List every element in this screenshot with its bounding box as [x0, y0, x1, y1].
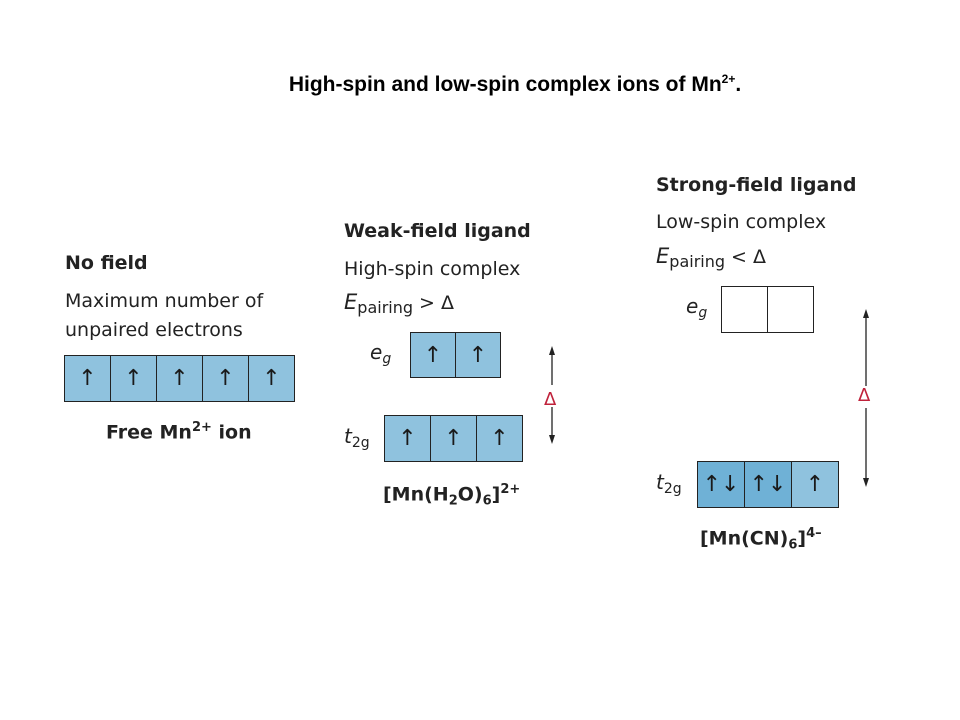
strong-field-subheading: Low-spin complex: [656, 211, 827, 233]
formula-charge: 4–: [806, 526, 822, 541]
t2g-letter: t: [344, 424, 352, 448]
energy-symbol: E: [344, 290, 358, 314]
orbital-box: ↑↓: [698, 462, 745, 507]
relation-text: > Δ: [413, 292, 455, 314]
title-text: High-spin and low-spin complex ions of M…: [288, 73, 722, 96]
strong-splitting-arrow: [863, 309, 869, 487]
weak-field-subheading: High-spin complex: [344, 258, 521, 280]
strong-t2g-orbitals: ↑↓ ↑↓ ↑: [697, 461, 839, 508]
formula-part: O): [457, 483, 483, 506]
orbital-box: ↑: [203, 356, 249, 401]
strong-eg-orbitals: [721, 286, 814, 333]
energy-subscript: pairing: [669, 252, 726, 271]
orbital-box: ↑: [792, 462, 838, 507]
formula-charge: 2+: [500, 482, 521, 497]
strong-field-heading: Strong-field ligand: [656, 174, 857, 196]
weak-complex-formula: [Mn(H2O)6]2+: [383, 482, 520, 508]
caption-charge: 2+: [191, 420, 212, 435]
formula-part: [Mn(H: [383, 483, 449, 506]
caption-text: Free Mn: [106, 421, 192, 444]
no-field-line2: unpaired electrons: [65, 319, 243, 341]
formula-sub: 2: [448, 493, 458, 509]
weak-t2g-orbitals: ↑ ↑ ↑: [384, 415, 523, 462]
formula-sub: 6: [788, 537, 798, 553]
orbital-box: ↑: [477, 416, 522, 461]
eg-letter: e: [370, 340, 383, 364]
orbital-box: ↑: [411, 333, 456, 377]
caption-end: ion: [211, 421, 252, 444]
orbital-box: ↑: [157, 356, 203, 401]
t2g-subscript: 2g: [663, 481, 682, 497]
slide-title: High-spin and low-spin complex ions of M…: [0, 72, 960, 97]
orbital-box: ↑: [111, 356, 157, 401]
weak-eg-orbitals: ↑ ↑: [410, 332, 501, 378]
orbital-box: ↑: [65, 356, 111, 401]
weak-field-heading: Weak-field ligand: [344, 220, 531, 242]
t2g-letter: t: [656, 470, 664, 494]
orbital-box: [722, 287, 768, 332]
weak-splitting-arrow: [549, 346, 555, 444]
formula-sub: 6: [482, 493, 492, 509]
eg-letter: e: [686, 294, 699, 318]
energy-subscript: pairing: [357, 298, 414, 317]
weak-delta-label: Δ: [544, 389, 557, 410]
strong-t2g-label: t2g: [656, 470, 682, 497]
title-end: .: [735, 73, 742, 96]
no-field-heading: No field: [65, 252, 148, 274]
relation-text: < Δ: [725, 246, 767, 268]
free-ion-d-orbitals: ↑ ↑ ↑ ↑ ↑: [64, 355, 295, 402]
title-superscript: 2+: [721, 72, 736, 86]
energy-symbol: E: [656, 244, 670, 268]
weak-t2g-label: t2g: [344, 424, 370, 451]
orbital-box: ↑: [249, 356, 294, 401]
strong-delta-label: Δ: [858, 385, 871, 406]
strong-pairing-relation: Epairing < Δ: [656, 244, 766, 271]
orbital-box: ↑↓: [745, 462, 792, 507]
no-field-line1: Maximum number of: [65, 290, 264, 312]
t2g-subscript: 2g: [351, 435, 370, 451]
strong-eg-label: eg: [686, 294, 707, 321]
formula-part: ]: [491, 483, 501, 506]
formula-part: [Mn(CN): [700, 527, 789, 550]
strong-complex-formula: [Mn(CN)6]4–: [700, 526, 822, 552]
free-ion-caption: Free Mn2+ ion: [106, 420, 252, 443]
eg-subscript: g: [382, 351, 392, 367]
orbital-box: ↑: [456, 333, 500, 377]
weak-pairing-relation: Epairing > Δ: [344, 290, 454, 317]
orbital-box: ↑: [385, 416, 431, 461]
orbital-box: [768, 287, 813, 332]
formula-part: ]: [797, 527, 807, 550]
weak-eg-label: eg: [370, 340, 391, 367]
eg-subscript: g: [698, 305, 708, 321]
orbital-box: ↑: [431, 416, 477, 461]
